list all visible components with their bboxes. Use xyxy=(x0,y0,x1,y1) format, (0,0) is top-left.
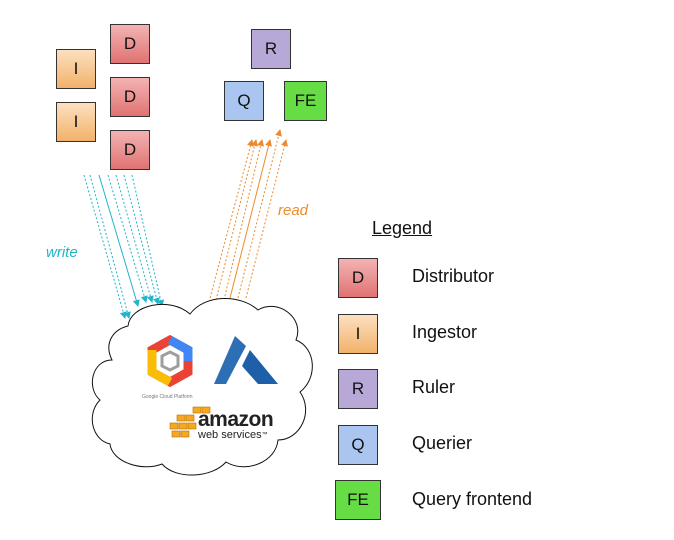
read-arrow xyxy=(229,139,272,299)
read-arrow xyxy=(237,129,282,299)
aws-wordmark-line2: web services™ xyxy=(198,430,273,441)
read-arrow xyxy=(215,139,258,301)
write-arrow xyxy=(131,174,165,307)
legend-label-distributor: Distributor xyxy=(412,266,495,286)
read-label: read xyxy=(278,202,309,219)
gcp-caption: Google Cloud Platform xyxy=(142,394,193,400)
storage-cloud xyxy=(91,298,313,476)
legend-label-query-frontend: Query frontend xyxy=(412,489,533,509)
ruler-box: R xyxy=(251,29,291,69)
legend-label-ruler: Ruler xyxy=(412,377,456,397)
read-arrows xyxy=(209,129,288,301)
legend-swatch-query-frontend: FE xyxy=(335,480,381,520)
read-arrow xyxy=(209,139,254,299)
aws-wordmark: amazon web services™ xyxy=(198,408,274,441)
write-arrow xyxy=(98,174,140,307)
distributor-box: D xyxy=(110,77,150,117)
querier-box: Q xyxy=(224,81,264,121)
legend-title: Legend xyxy=(372,218,433,238)
aws-wordmark-line2-text: web services xyxy=(198,429,262,441)
legend-swatch-ingestor: I xyxy=(338,314,378,354)
ingestor-box: I xyxy=(56,102,96,142)
legend-swatch-ruler: R xyxy=(338,369,378,409)
distributor-box: D xyxy=(110,24,150,64)
write-arrows xyxy=(83,174,165,319)
google-cloud-logo xyxy=(147,334,193,388)
legend-swatch-distributor: D xyxy=(338,258,378,298)
write-arrow xyxy=(123,174,160,305)
query-frontend-box: FE xyxy=(284,81,327,121)
legend-swatch-querier: Q xyxy=(338,425,378,465)
legend-label-ingestor: Ingestor xyxy=(412,322,478,342)
distributor-box: D xyxy=(110,130,150,170)
aws-trademark: ™ xyxy=(261,432,268,438)
write-arrow xyxy=(83,174,127,319)
read-arrow xyxy=(223,139,265,301)
legend-label-querier: Querier xyxy=(412,433,473,453)
write-arrow xyxy=(89,174,131,319)
aws-wordmark-line1: amazon xyxy=(198,408,274,431)
ingestor-box: I xyxy=(56,49,96,89)
aws-boxes-icon xyxy=(169,406,211,438)
read-arrow xyxy=(245,139,288,299)
write-label: write xyxy=(46,244,78,261)
azure-logo xyxy=(214,336,278,384)
